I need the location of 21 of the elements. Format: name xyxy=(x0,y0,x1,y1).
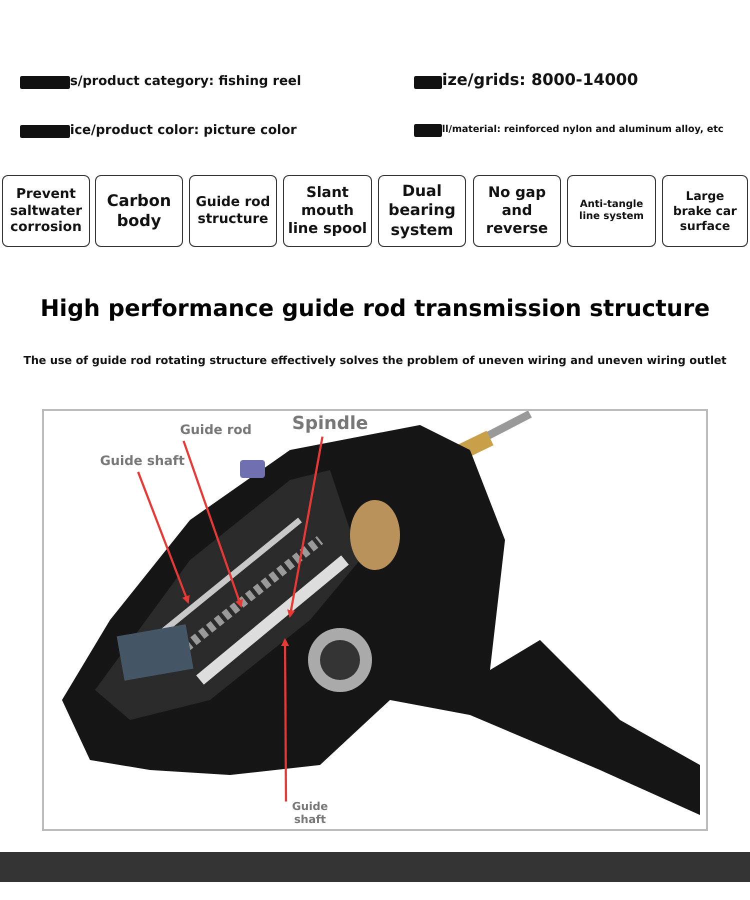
spec-text: ll/material: reinforced nylon and aluminum alloy, etc xyxy=(442,124,724,135)
callout-label: Guide shaft xyxy=(100,455,185,470)
feature-box: No gap and reverse xyxy=(473,175,561,247)
title-text: High performance guide rod transmission structure xyxy=(39,296,711,322)
spec-text: s/product category: fishing reel xyxy=(70,74,302,89)
leader-arrow xyxy=(137,472,190,604)
feature-box: Prevent saltwater corrosion xyxy=(2,175,90,247)
spec-text: ize/grids: 8000-14000 xyxy=(442,70,638,89)
feature-box: Slant mouth line spool xyxy=(283,175,372,247)
callout-label: Guide shaft xyxy=(290,801,330,826)
feature-box: Anti-tangle line system xyxy=(567,175,656,247)
callout-label: Spindle xyxy=(292,414,368,435)
feature-box: Carbon body xyxy=(95,175,183,247)
leader-arrow xyxy=(182,440,243,608)
leader-arrow xyxy=(281,638,290,802)
subtitle-text: The use of guide rod rotating structure effectively solves the problem of uneven wiring and uneven wiring outlet xyxy=(22,354,728,367)
feature-box: Large brake car surface xyxy=(662,175,748,247)
feature-box: Guide rod structure xyxy=(189,175,277,247)
callout-label: Guide rod xyxy=(180,424,252,439)
feature-box: Dual bearing system xyxy=(378,175,466,247)
spec-text: ice/product color: picture color xyxy=(70,123,297,138)
